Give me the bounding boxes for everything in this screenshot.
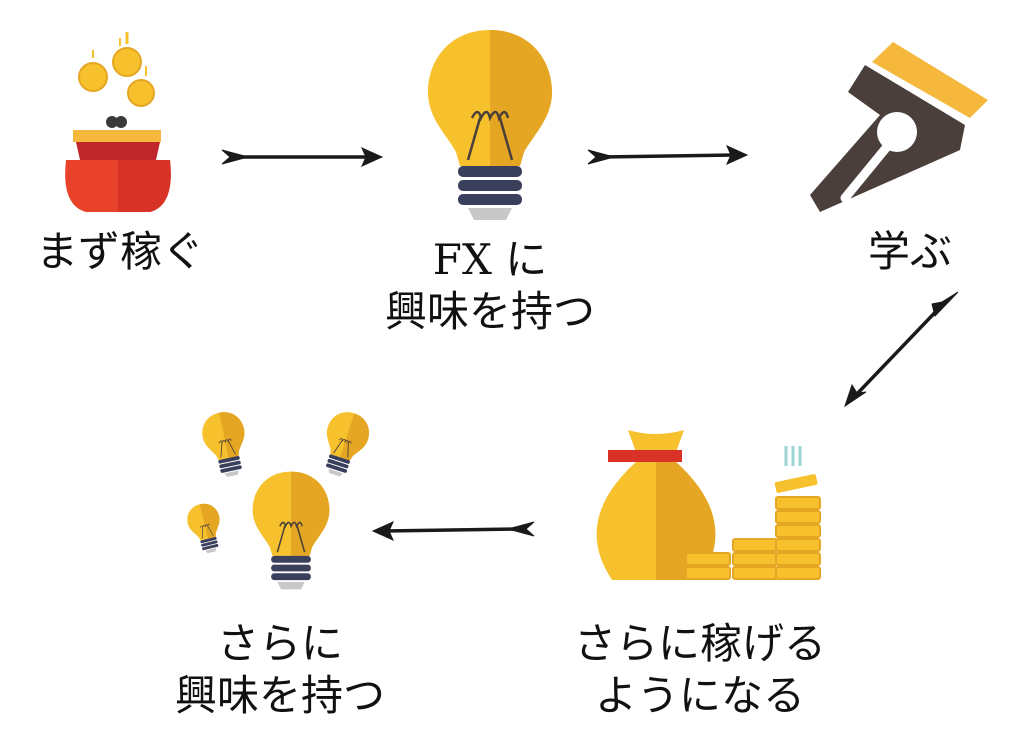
step-label-learn: 学ぶ: [830, 226, 990, 278]
step-label-line: 興味を持つ: [384, 287, 595, 336]
fountain-pen-icon: [810, 42, 988, 212]
arrow-3-to-4: [844, 291, 959, 408]
arrow-2-to-3: [587, 145, 749, 165]
step-label-line: 学ぶ: [867, 227, 952, 276]
step-label-line: まず稼ぐ: [35, 227, 204, 276]
step-label-line: 興味を持つ: [174, 671, 385, 720]
arrow-1-to-2: [221, 147, 384, 167]
coin-purse-icon: [65, 32, 171, 212]
money-bag-coins-icon: [596, 430, 821, 580]
step-label-interest-fx: FX に 興味を持つ: [380, 234, 600, 338]
step-label-more-interest: さらに 興味を持つ: [150, 618, 410, 722]
step-label-line: ようになる: [594, 671, 805, 720]
step-label-line: さらに: [216, 619, 343, 668]
step-label-line: FX に: [432, 235, 548, 284]
arrow-4-to-5: [371, 521, 535, 541]
lightbulb-icon: [426, 28, 554, 222]
step-label-earn-more: さらに稼げる ようになる: [550, 618, 850, 722]
multiple-lightbulbs-icon: [183, 406, 375, 591]
step-label-earn-first: まず稼ぐ: [20, 226, 220, 278]
step-label-line: さらに稼げる: [573, 619, 826, 668]
